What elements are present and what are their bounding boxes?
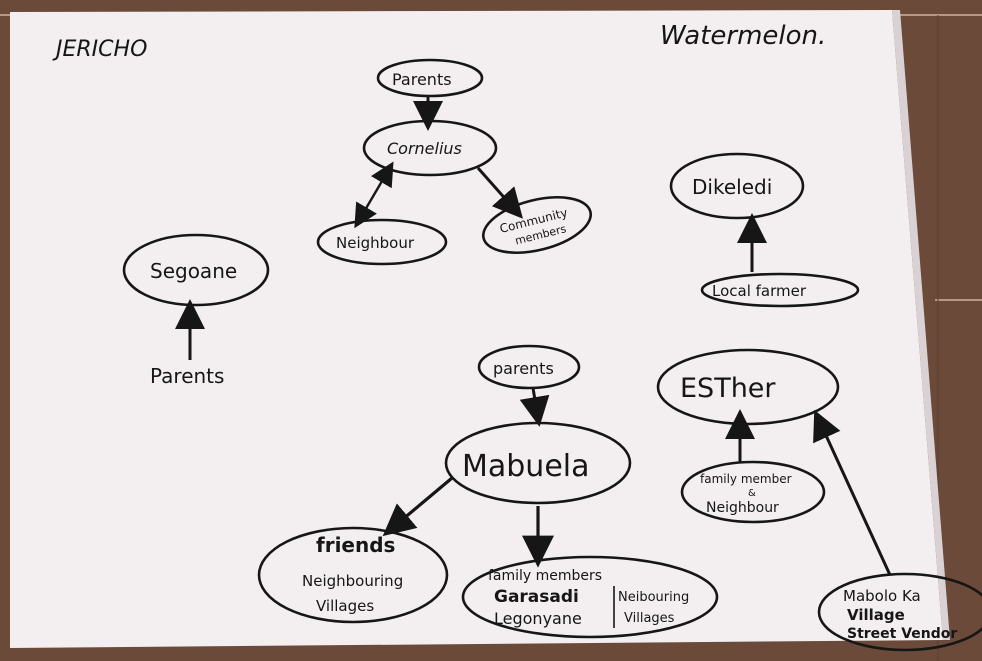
friends-label-line3: Villages [316,597,374,615]
neighbour-label: Neighbour [336,234,415,252]
arrow-mabuela-to-friends [382,476,454,537]
arrow-cornelius-community [476,167,523,219]
local-farmer-label: Local farmer [712,282,807,300]
friends-label: friends [316,533,395,557]
segoane-label: Segoane [150,259,237,283]
family-title-label: family members [488,568,602,584]
family-name1-label: Garasadi [494,587,579,607]
header-left-text: JERICHO [52,37,147,62]
community-node [481,196,593,254]
friends-label-line2: Neighbouring [302,572,403,590]
mabolo-node [817,572,982,652]
local-farmer-node [700,272,860,308]
cornelius-node [362,119,498,177]
arrow-mabolo-to-esther [813,409,892,576]
family-side1-label: Neibouring [618,590,689,605]
mabolo-line1: Mabolo Ka [843,587,921,605]
parents-top-label: Parents [392,70,452,89]
fam-neigh-line1: family member [700,472,792,486]
family-members-node [461,555,719,639]
mabolo-line3: Street Vendor [847,626,957,642]
mabuela-label: Mabuela [462,449,590,484]
parents-left-label: Parents [150,364,224,388]
fam-neigh-line3: Neighbour [706,500,779,516]
mabuela-node [444,421,632,505]
header-right-text: Watermelon. [660,21,826,51]
paper-edge-shadow [892,10,950,640]
neighbour-node [316,218,448,266]
paper-sheet [10,10,943,648]
fam-neigh-line2: & [748,488,756,499]
esther-label: ESTher [680,373,776,404]
mabolo-line2: Village [847,606,905,624]
arrow-cornelius-neighbour [354,161,394,229]
arrow-parents-to-mabuela [519,387,550,427]
family-name2-label: Legonyane [494,609,582,628]
family-neighbour-node [680,460,826,524]
cornelius-label: Cornelius [387,139,462,158]
parents-mid-label: parents [493,359,554,378]
family-side2-label: Villages [624,611,675,626]
parents-top-node [376,58,484,98]
dikeledi-label: Dikeledi [692,175,772,199]
friends-node [257,526,449,624]
parents-mid-node [477,344,581,390]
